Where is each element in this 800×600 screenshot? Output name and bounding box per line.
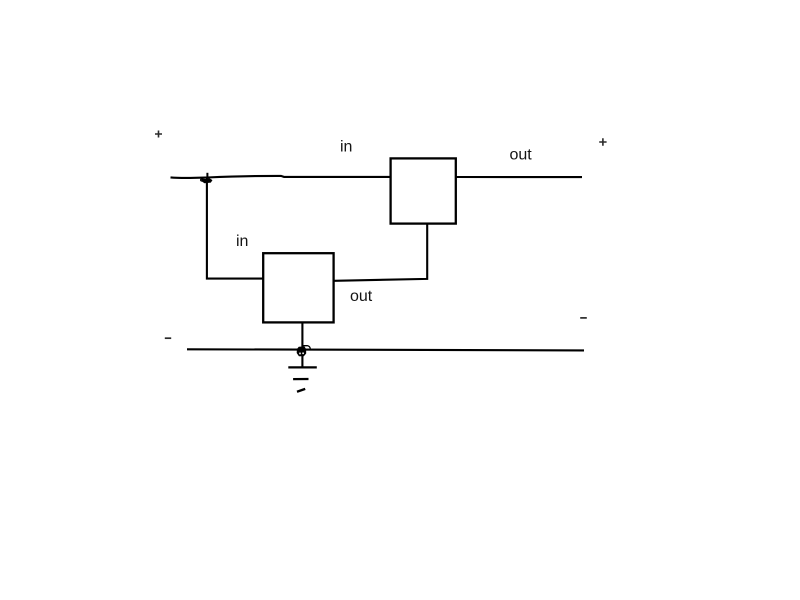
- svg-text:in: in: [340, 138, 352, 155]
- svg-text:in: in: [236, 233, 248, 250]
- svg-text:out: out: [510, 147, 533, 164]
- svg-text:out: out: [350, 288, 373, 305]
